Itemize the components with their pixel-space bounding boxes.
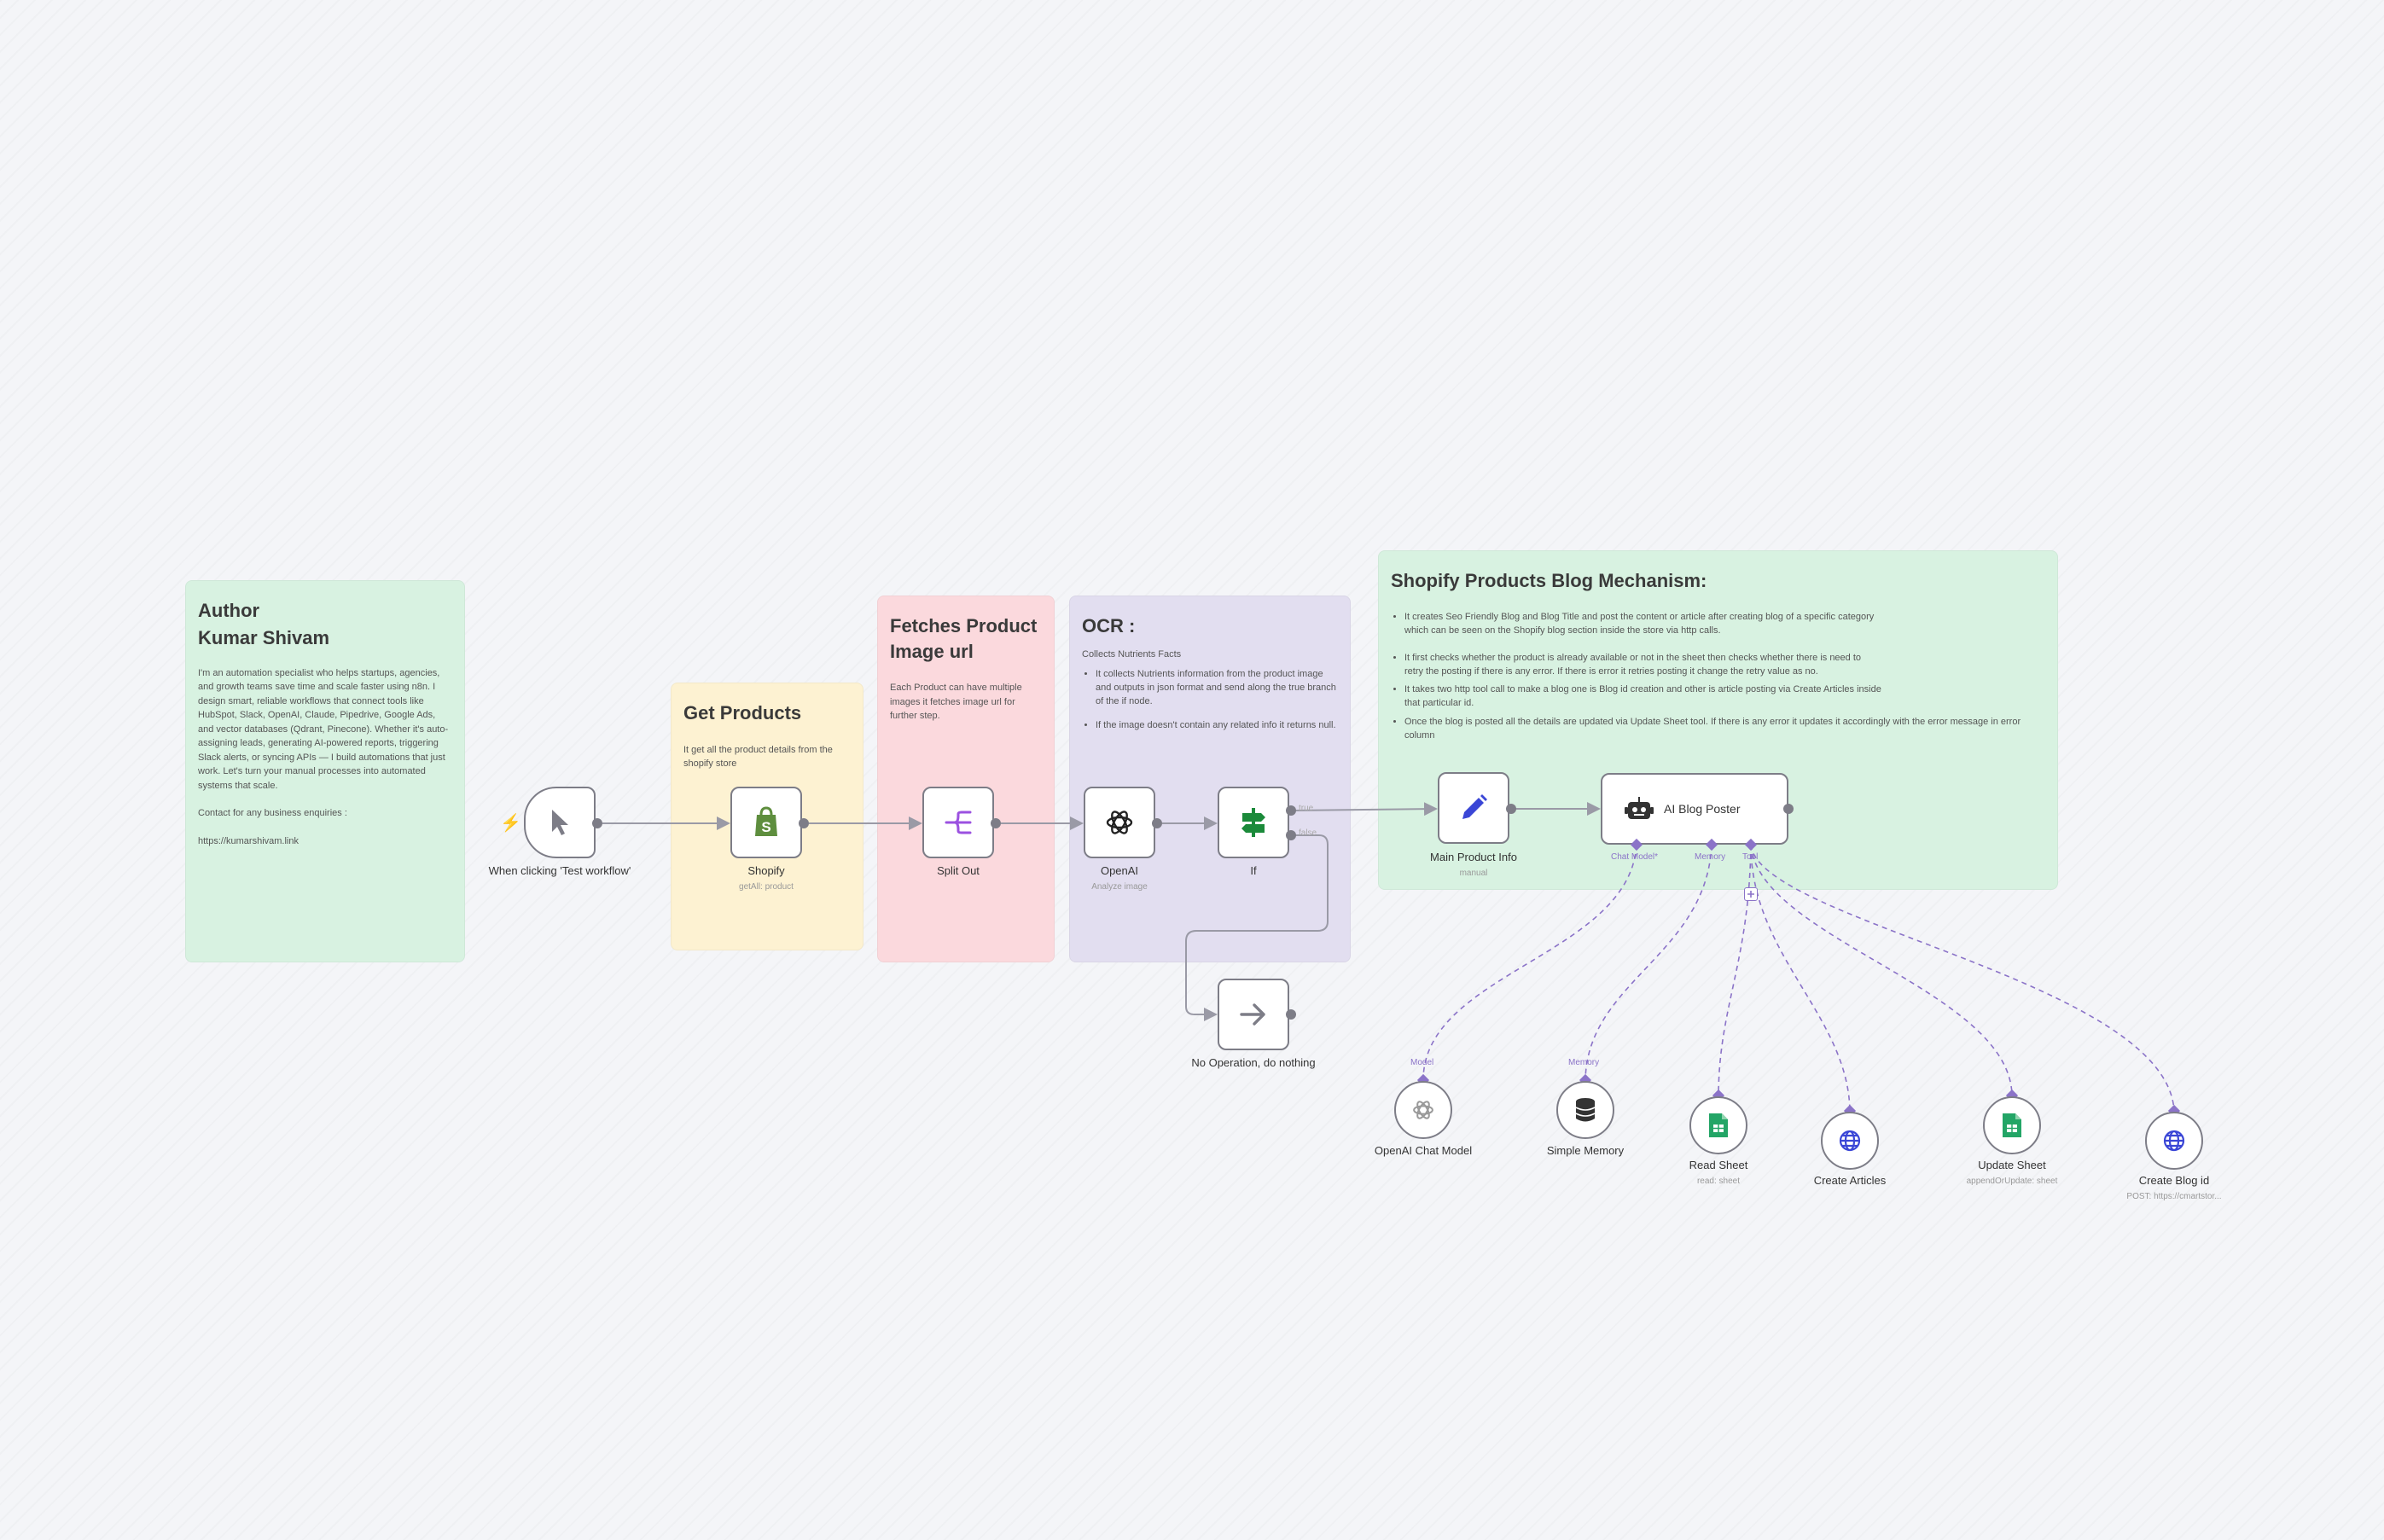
read-sheet-sub: read: sheet — [1696, 1177, 1741, 1186]
add-tool-button[interactable] — [1744, 887, 1758, 901]
blog-bullet: It takes two http tool call to make a bl… — [1404, 683, 1882, 711]
trigger-output-handle[interactable] — [592, 818, 602, 828]
author-contact: Contact for any business enquiries : — [198, 808, 347, 819]
fetch-image-note-body: Each Product can have multiple images it… — [890, 683, 1022, 722]
globe-icon — [1839, 1130, 1861, 1152]
sheets-icon — [2003, 1113, 2021, 1137]
author-bio: I'm an automation specialist who helps s… — [198, 667, 449, 791]
create-blog-id-sub: POST: https://cmartstor... — [2126, 1192, 2222, 1201]
ocr-note-subtitle: Collects Nutrients Facts — [1082, 648, 1182, 660]
ocr-note-bullets: It collects Nutrients information from t… — [1082, 668, 1338, 733]
blog-bullet: It creates Seo Friendly Blog and Blog Ti… — [1404, 611, 1882, 638]
arrow-right-icon — [1240, 1003, 1265, 1026]
if-true-handle[interactable] — [1286, 805, 1296, 816]
create-articles-node[interactable] — [1821, 1112, 1879, 1170]
sheets-icon — [1709, 1113, 1728, 1137]
get-products-note-title: Get Products — [683, 702, 802, 724]
ocr-note-title: OCR : — [1082, 615, 1136, 636]
cursor-icon — [552, 810, 568, 835]
trigger-bolt-icon: ⚡ — [500, 814, 521, 833]
if-false-handle[interactable] — [1286, 830, 1296, 840]
agent-chat-model-port-label: Chat Model* — [1611, 852, 1659, 862]
chat-model-port-label: Model — [1410, 1058, 1434, 1067]
blog-note-title: Shopify Products Blog Mechanism: — [1391, 570, 1707, 591]
main-product-info-output-handle[interactable] — [1506, 804, 1516, 814]
pencil-icon — [1462, 794, 1487, 819]
split-out-node[interactable] — [922, 787, 994, 858]
ocr-bullet: It collects Nutrients information from t… — [1096, 668, 1338, 709]
shopify-output-handle[interactable] — [799, 818, 809, 828]
split-output-handle[interactable] — [991, 818, 1001, 828]
agent-tool-port-label: Tool — [1742, 852, 1759, 862]
update-sheet-sub: appendOrUpdate: sheet — [1966, 1177, 2058, 1186]
openai-output-handle[interactable] — [1152, 818, 1162, 828]
create-blog-id-node[interactable] — [2145, 1112, 2203, 1170]
ai-blog-poster-node[interactable]: AI Blog Poster — [1601, 773, 1788, 845]
robot-icon — [1625, 797, 1654, 819]
ocr-bullet: If the image doesn't contain any related… — [1096, 719, 1338, 733]
blog-bullet: It first checks whether the product is a… — [1404, 652, 1882, 679]
database-icon — [1575, 1098, 1596, 1122]
if-node[interactable] — [1218, 787, 1289, 858]
ai-blog-poster-label: AI Blog Poster — [1664, 802, 1741, 816]
get-products-note-body: It get all the product details from the … — [683, 744, 833, 770]
main-product-info-label: Main Product Info — [1430, 851, 1517, 863]
update-sheet-label: Update Sheet — [1978, 1159, 2046, 1171]
openai-sub: Analyze image — [1091, 882, 1148, 892]
simple-memory-node[interactable] — [1556, 1081, 1614, 1139]
author-note[interactable]: Author Kumar Shivam I'm an automation sp… — [185, 580, 465, 962]
agent-memory-port-label: Memory — [1695, 852, 1726, 862]
simple-memory-label: Simple Memory — [1546, 1144, 1625, 1157]
openai-chat-model-node[interactable] — [1394, 1081, 1452, 1139]
blog-note-bullets: It creates Seo Friendly Blog and Blog Ti… — [1391, 611, 2053, 744]
openai-chat-model-label: OpenAI Chat Model — [1374, 1144, 1473, 1157]
update-sheet-node[interactable] — [1983, 1096, 2041, 1154]
split-icon — [945, 811, 972, 834]
plus-icon — [1747, 891, 1754, 898]
shopify-label: Shopify — [747, 864, 785, 877]
memory-port-label: Memory — [1568, 1058, 1600, 1067]
main-product-info-node[interactable] — [1438, 772, 1509, 844]
fetch-image-note-title: Fetches Product Image url — [890, 615, 1038, 662]
read-sheet-node[interactable] — [1689, 1096, 1747, 1154]
author-link[interactable]: https://kumarshivam.link — [198, 835, 299, 846]
author-note-title: Author — [198, 600, 260, 621]
create-blog-id-label: Create Blog id — [2138, 1174, 2210, 1187]
openai-icon — [1106, 811, 1133, 834]
openai-node[interactable] — [1084, 787, 1155, 858]
create-articles-label: Create Articles — [1813, 1174, 1887, 1187]
openai-label: OpenAI — [1100, 864, 1139, 877]
svg-text:S: S — [761, 819, 770, 835]
trigger-label: When clicking 'Test workflow' — [488, 864, 631, 877]
fetch-image-note[interactable]: Fetches Product Image url Each Product c… — [877, 596, 1055, 962]
shopify-sub: getAll: product — [739, 882, 794, 892]
if-label: If — [1250, 864, 1257, 877]
if-true-label: true — [1299, 804, 1314, 813]
ocr-note[interactable]: OCR : Collects Nutrients Facts It collec… — [1069, 596, 1351, 962]
agent-output-handle[interactable] — [1783, 804, 1794, 814]
blog-bullet: Once the blog is posted all the details … — [1404, 716, 2053, 743]
main-product-info-sub: manual — [1459, 869, 1488, 878]
trigger-node[interactable] — [524, 787, 596, 858]
globe-icon — [2163, 1130, 2185, 1152]
author-name: Kumar Shivam — [198, 626, 330, 648]
openai-icon — [1413, 1101, 1433, 1119]
split-out-label: Split Out — [937, 864, 980, 877]
read-sheet-label: Read Sheet — [1689, 1159, 1748, 1171]
if-icon — [1241, 808, 1265, 837]
shopify-icon: S — [755, 806, 777, 836]
shopify-node[interactable]: S — [730, 787, 802, 858]
if-false-label: false — [1299, 828, 1317, 838]
noop-node[interactable] — [1218, 979, 1289, 1050]
noop-label: No Operation, do nothing — [1191, 1056, 1316, 1069]
noop-output-handle[interactable] — [1286, 1009, 1296, 1020]
